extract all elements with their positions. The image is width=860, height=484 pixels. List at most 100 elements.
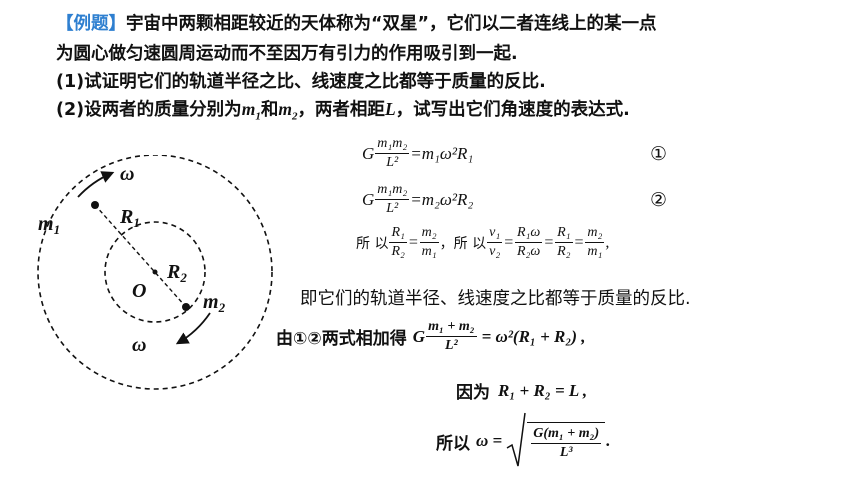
result-den: L³ xyxy=(559,445,573,460)
eq3-f6-den: m₁ xyxy=(587,244,603,259)
m1-label: m1 xyxy=(38,213,60,237)
m2-label-letter: m xyxy=(203,291,219,313)
outer-orbit xyxy=(37,155,273,390)
because-equation: 因为 R₁ + R₂ = L , xyxy=(456,378,588,404)
eq1-num: m₁m₂ xyxy=(375,137,410,154)
result-prefix: 所以 xyxy=(436,433,470,454)
eq3-so-2: 所 以 xyxy=(453,235,487,252)
problem-line-1-text: 宇宙中两颗相距较近的天体称为“双星”，它们以二者连线上的某一点 xyxy=(126,14,657,34)
omega-bottom-arrow xyxy=(175,312,211,345)
omega-bottom-label: ω xyxy=(132,334,146,356)
eq2-den: L² xyxy=(386,201,399,216)
eq3-so-1: 所 以 xyxy=(356,235,389,252)
m1-label-sub: 1 xyxy=(54,222,61,237)
m2-label: m2 xyxy=(203,291,226,315)
mass-m2-dot xyxy=(182,303,190,311)
eq3-f3-num: v₁ xyxy=(487,226,503,243)
result-equation: 所以 ω = G(m₁ + m₂)L³ . xyxy=(436,412,610,470)
problem-line-4: (2)设两者的质量分别为m1和m2，两者相距L，试写出它们角速度的表达式. xyxy=(56,96,846,123)
m2-sub: 2 xyxy=(291,110,298,123)
eq2-num: m₁m₂ xyxy=(375,183,410,200)
connecting-line xyxy=(94,204,187,308)
sum-prefix: 由①②两式相加得 xyxy=(276,329,407,349)
r1-label: R1 xyxy=(119,206,140,230)
sum-g: G xyxy=(412,326,426,346)
r2-label: R2 xyxy=(166,261,187,285)
problem-line-4-a: (2)设两者的质量分别为 xyxy=(56,100,242,120)
r2-label-letter: R xyxy=(166,261,180,283)
eq1-rhs: =m₁ω²R₁ xyxy=(410,143,474,163)
example-tag: 【例题】 xyxy=(56,14,126,34)
problem-line-4-b: ，两者相距 xyxy=(297,100,385,120)
omega-top-label: ω xyxy=(120,163,134,185)
result-num: G(m₁ + m₂) xyxy=(531,427,602,444)
eq3-equals-b: = xyxy=(503,233,514,251)
m2-label-sub: 2 xyxy=(218,300,226,315)
center-dot xyxy=(152,269,158,275)
binary-star-diagram: ω m1 R1 R2 O m2 ω xyxy=(37,155,273,390)
eq1-g: G xyxy=(362,143,375,163)
square-root: G(m₁ + m₂)L³ xyxy=(506,412,606,470)
result-fraction: G(m₁ + m₂)L³ xyxy=(527,422,606,460)
sum-rhs: = ω²(R₁ + R₂) , xyxy=(481,326,586,346)
equation-1-marker: ① xyxy=(650,143,668,165)
mass-m1-dot xyxy=(91,201,99,209)
problem-line-2: 为圆心做匀速圆周运动而不至因万有引力的作用吸引到一起. xyxy=(56,44,518,64)
result-omega: ω = xyxy=(476,431,503,450)
eq3-f2-num: m₂ xyxy=(419,226,439,243)
eq3-equals-c: = xyxy=(543,233,555,251)
r2-label-sub: 2 xyxy=(179,270,187,285)
because-prefix: 因为 xyxy=(456,383,490,403)
eq1-den: L² xyxy=(386,155,399,170)
eq3-f4-num: R₁ω xyxy=(515,226,543,243)
eq3-f5-den: R₂ xyxy=(557,244,571,259)
m1-letter: m xyxy=(241,99,256,119)
eq3-comma-2: , xyxy=(605,233,610,251)
eq3-f1-num: R₁ xyxy=(389,226,407,243)
radical-sign xyxy=(506,412,526,467)
problem-line-3: (1)试证明它们的轨道半径之比、线速度之比都等于质量的反比. xyxy=(56,72,546,92)
m1-sub: 1 xyxy=(255,110,261,123)
because-expr: R₁ + R₂ = L , xyxy=(498,380,588,400)
eq3-f3-den: v₂ xyxy=(489,244,501,259)
eq3-f5-num: R₁ xyxy=(555,226,573,243)
center-o-label: O xyxy=(132,280,146,302)
conclusion-text: 即它们的轨道半径、线速度之比都等于质量的反比. xyxy=(300,289,691,309)
sum-num: m₁ + m₂ xyxy=(426,320,477,337)
inner-orbit xyxy=(104,221,206,323)
eq3-f6-num: m₂ xyxy=(585,226,605,243)
problem-line-1: 【例题】宇宙中两颗相距较近的天体称为“双星”，它们以二者连线上的某一点 xyxy=(56,10,846,35)
r1-label-sub: 1 xyxy=(133,215,140,230)
sum-den: L² xyxy=(444,338,458,353)
eq2-g: G xyxy=(362,189,375,209)
m2-letter: m xyxy=(278,99,292,119)
eq3-comma-1: ， xyxy=(439,235,454,252)
problem-line-4-c: ，试写出它们角速度的表达式. xyxy=(395,100,630,120)
distance-symbol-L: L xyxy=(384,99,396,119)
result-period: . xyxy=(606,431,611,450)
equation-2-marker: ② xyxy=(650,189,668,211)
m1-label-letter: m xyxy=(38,213,54,235)
eq3-f4-den: R₂ω xyxy=(517,244,541,259)
eq2-rhs: =m₂ω²R₂ xyxy=(410,189,474,209)
eq3-equals-d: = xyxy=(573,233,585,251)
eq3-f2-den: m₁ xyxy=(421,244,437,259)
omega-top-arrow xyxy=(77,171,115,198)
mass-symbol-m1: m1 xyxy=(241,99,261,123)
mass-symbol-m2: m2 xyxy=(278,99,297,123)
eq3-equals-a: = xyxy=(407,233,419,251)
and-word: 和 xyxy=(260,100,279,120)
eq3-f1-den: R₂ xyxy=(391,244,405,259)
